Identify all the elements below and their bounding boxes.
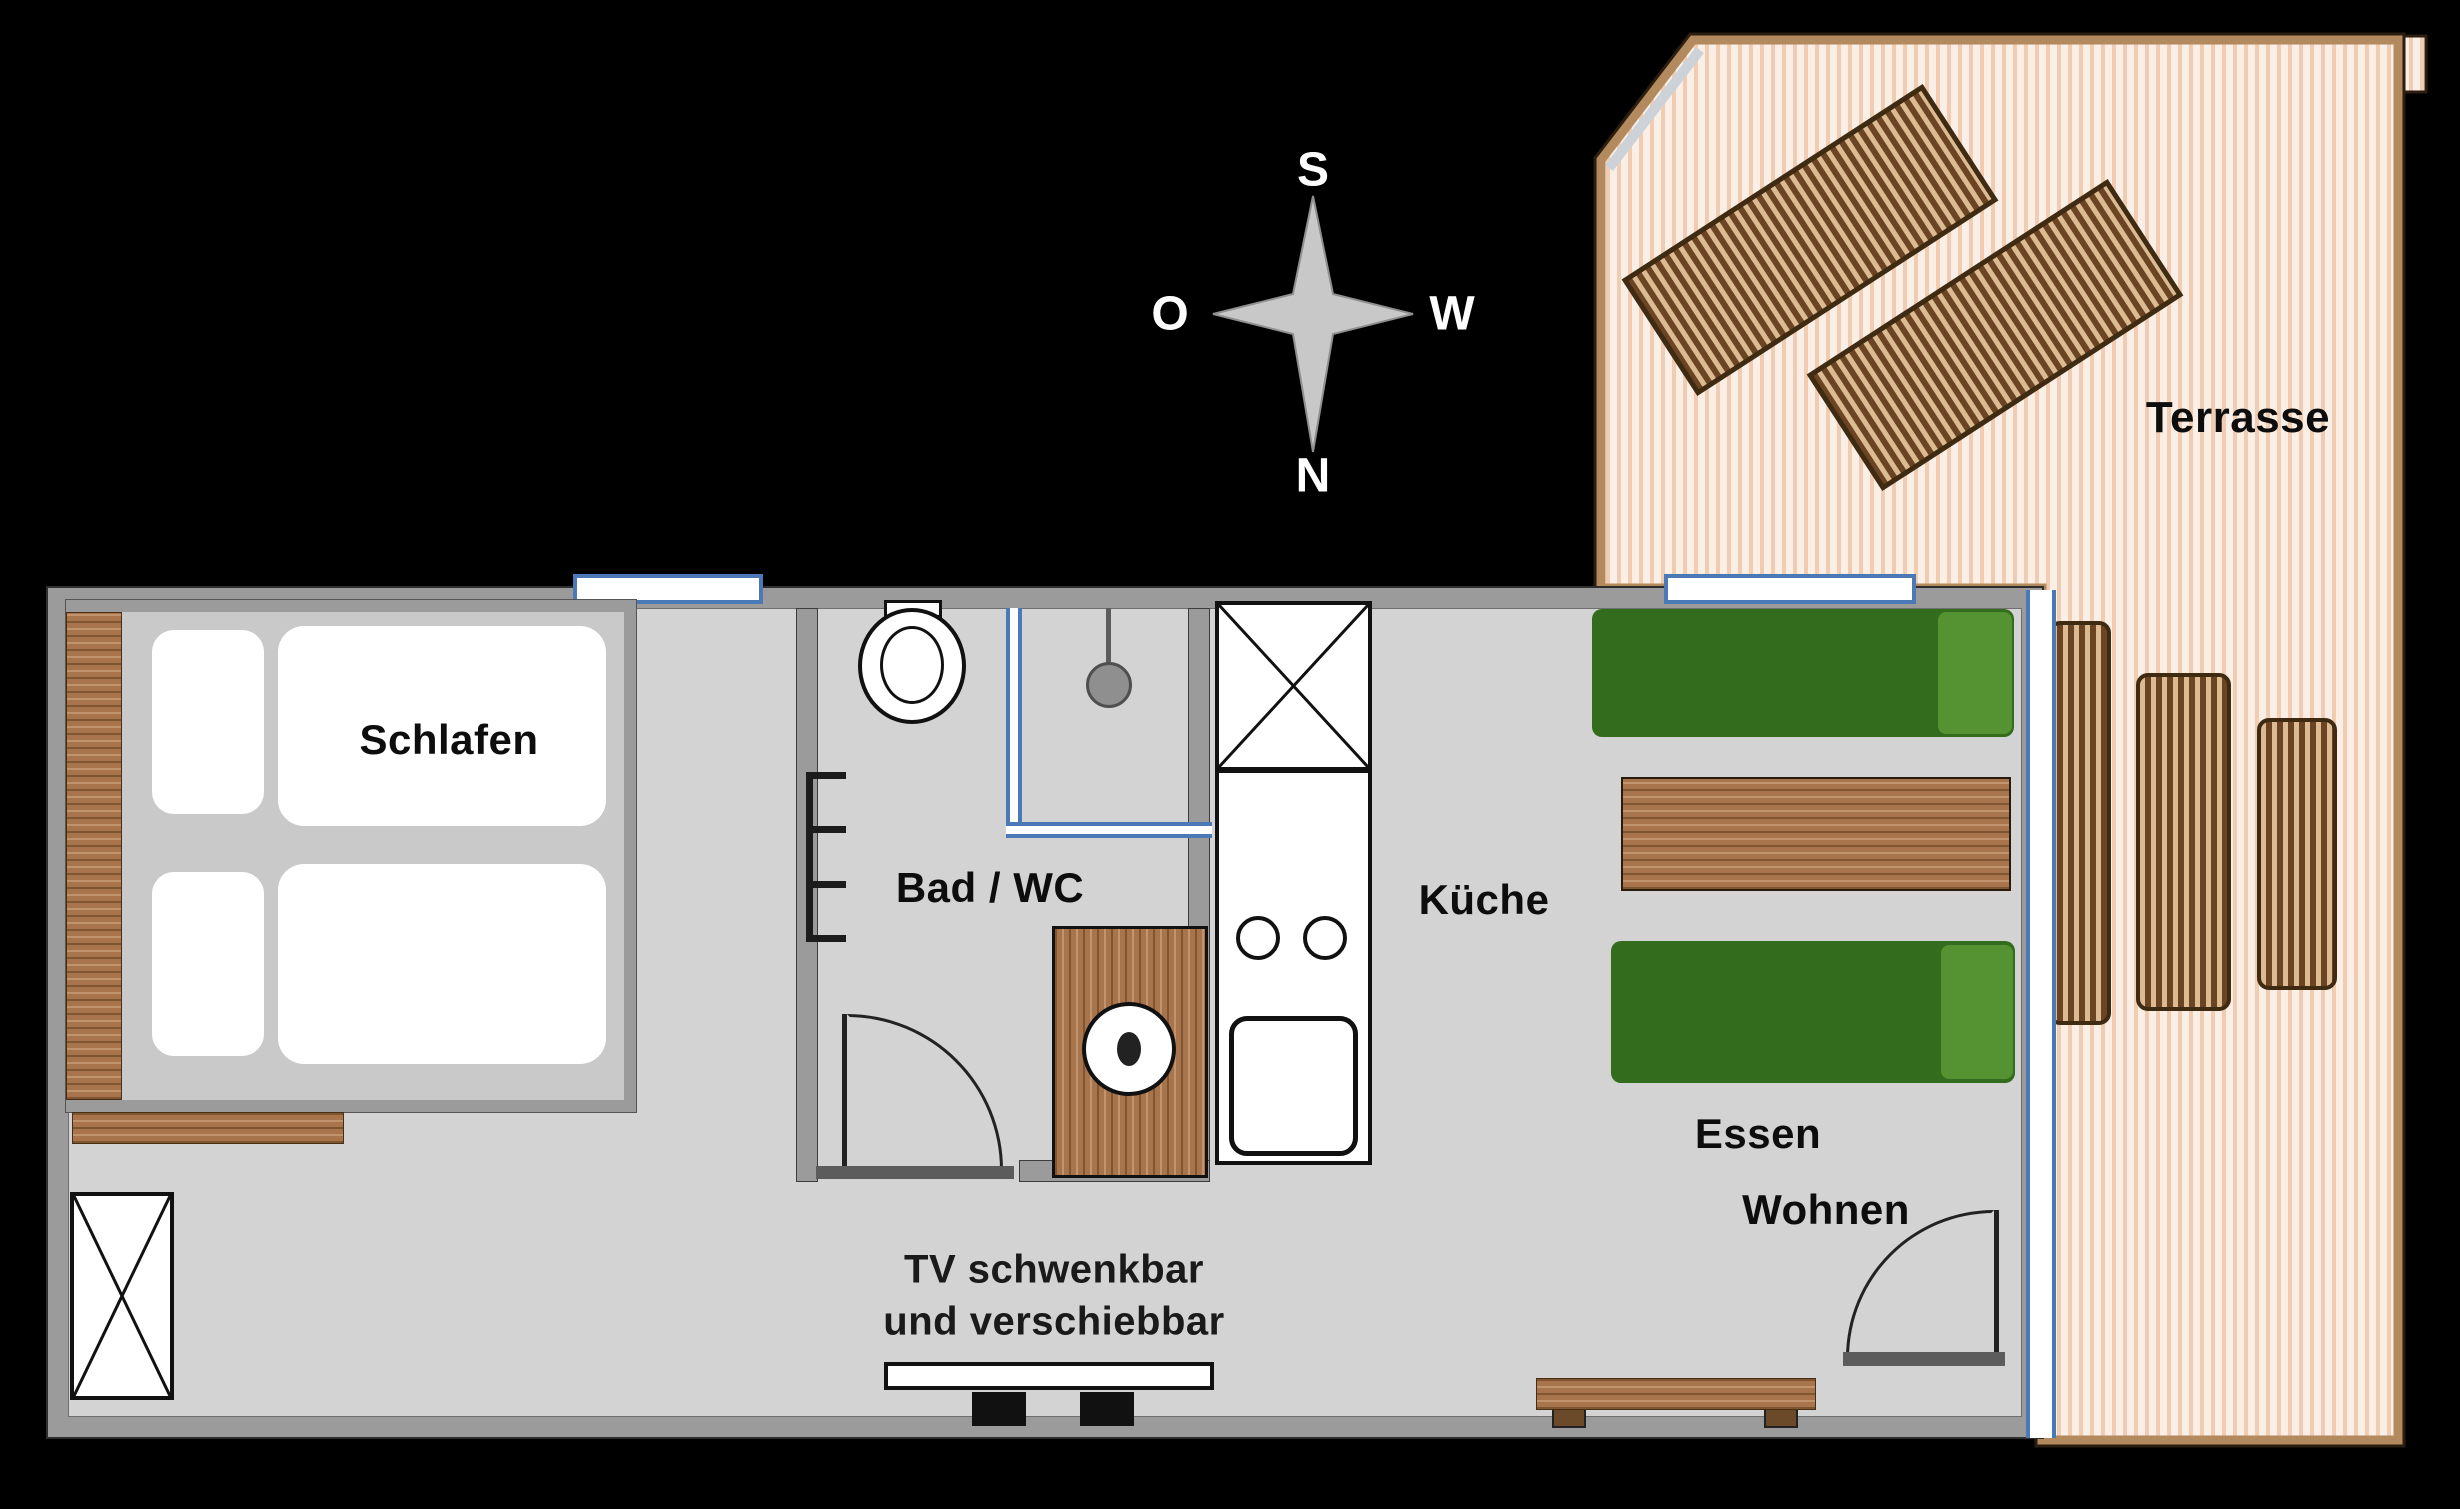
compass-north-label: N (1295, 449, 1331, 503)
dining-bench-bottom-cushion (1941, 945, 2013, 1079)
terrace-corner-panel (1605, 46, 1704, 172)
tv-mount-foot (972, 1392, 1026, 1426)
living-label: Wohnen (1742, 1186, 1910, 1233)
bathroom-door-leaf (842, 1014, 847, 1172)
deck-chair-3 (2257, 718, 2337, 990)
bathroom-label: Bad / WC (895, 864, 1085, 911)
toilet-bowl (880, 626, 944, 704)
bedroom-sideboard (72, 1112, 344, 1144)
sun-lounger-2 (1806, 178, 2184, 492)
dining-bench-top-cushion (1938, 612, 2012, 734)
pillow (152, 872, 264, 1056)
bedroom-window (573, 574, 763, 604)
washing-machine (1052, 926, 1208, 1178)
shower-pipe (1106, 608, 1111, 668)
hob-burner (1236, 916, 1280, 960)
kitchen-appliance (1215, 601, 1372, 771)
rack-bar (813, 880, 846, 888)
towel-rack (806, 772, 846, 942)
x-mark-icon (74, 1196, 170, 1396)
hob-burner (1303, 916, 1347, 960)
mattress (278, 626, 606, 826)
washing-machine-drum (1117, 1032, 1141, 1066)
tv-annotation-line1: TV schwenkbar (904, 1247, 1204, 1292)
bed-headboard (66, 612, 122, 1100)
wardrobe (70, 1192, 174, 1400)
terrace-glass-front (2026, 590, 2056, 1438)
tv-icon (884, 1362, 1214, 1390)
dining-table (1621, 777, 2011, 891)
shower-head-icon (1086, 662, 1132, 708)
rack-bar (813, 772, 846, 779)
deck-chair-2 (2136, 673, 2231, 1011)
outdoor-bench (1536, 1378, 1816, 1410)
bedroom-label: Schlafen (359, 716, 539, 763)
x-mark-icon (1219, 605, 1368, 767)
compass-south-label: S (1296, 143, 1330, 197)
rack-bar (813, 826, 846, 834)
compass-east-label: O (1151, 287, 1189, 341)
entrance-door-threshold (1843, 1352, 2005, 1366)
tv-annotation-line2: und verschiebbar (883, 1299, 1225, 1344)
compass-star-icon (1212, 195, 1414, 453)
dining-label: Essen (1694, 1110, 1822, 1157)
entrance-door-leaf (1994, 1210, 1999, 1358)
pillow (152, 630, 264, 814)
bathroom-door-threshold (816, 1166, 1014, 1179)
mattress (278, 864, 606, 1064)
rack-bar (813, 934, 846, 942)
kitchen-label: Küche (1418, 876, 1550, 923)
kitchen-sink (1229, 1016, 1358, 1156)
tv-mount-foot (1080, 1392, 1134, 1426)
living-room-window (1664, 574, 1916, 604)
terrace-label: Terrasse (2145, 393, 2331, 442)
shower-glass-wall-left (1006, 608, 1022, 838)
deck-chair-1 (2048, 621, 2111, 1025)
compass-west-label: W (1429, 287, 1475, 341)
sun-lounger-1 (1621, 83, 1999, 397)
shower-glass-wall-bottom (1006, 822, 1212, 838)
